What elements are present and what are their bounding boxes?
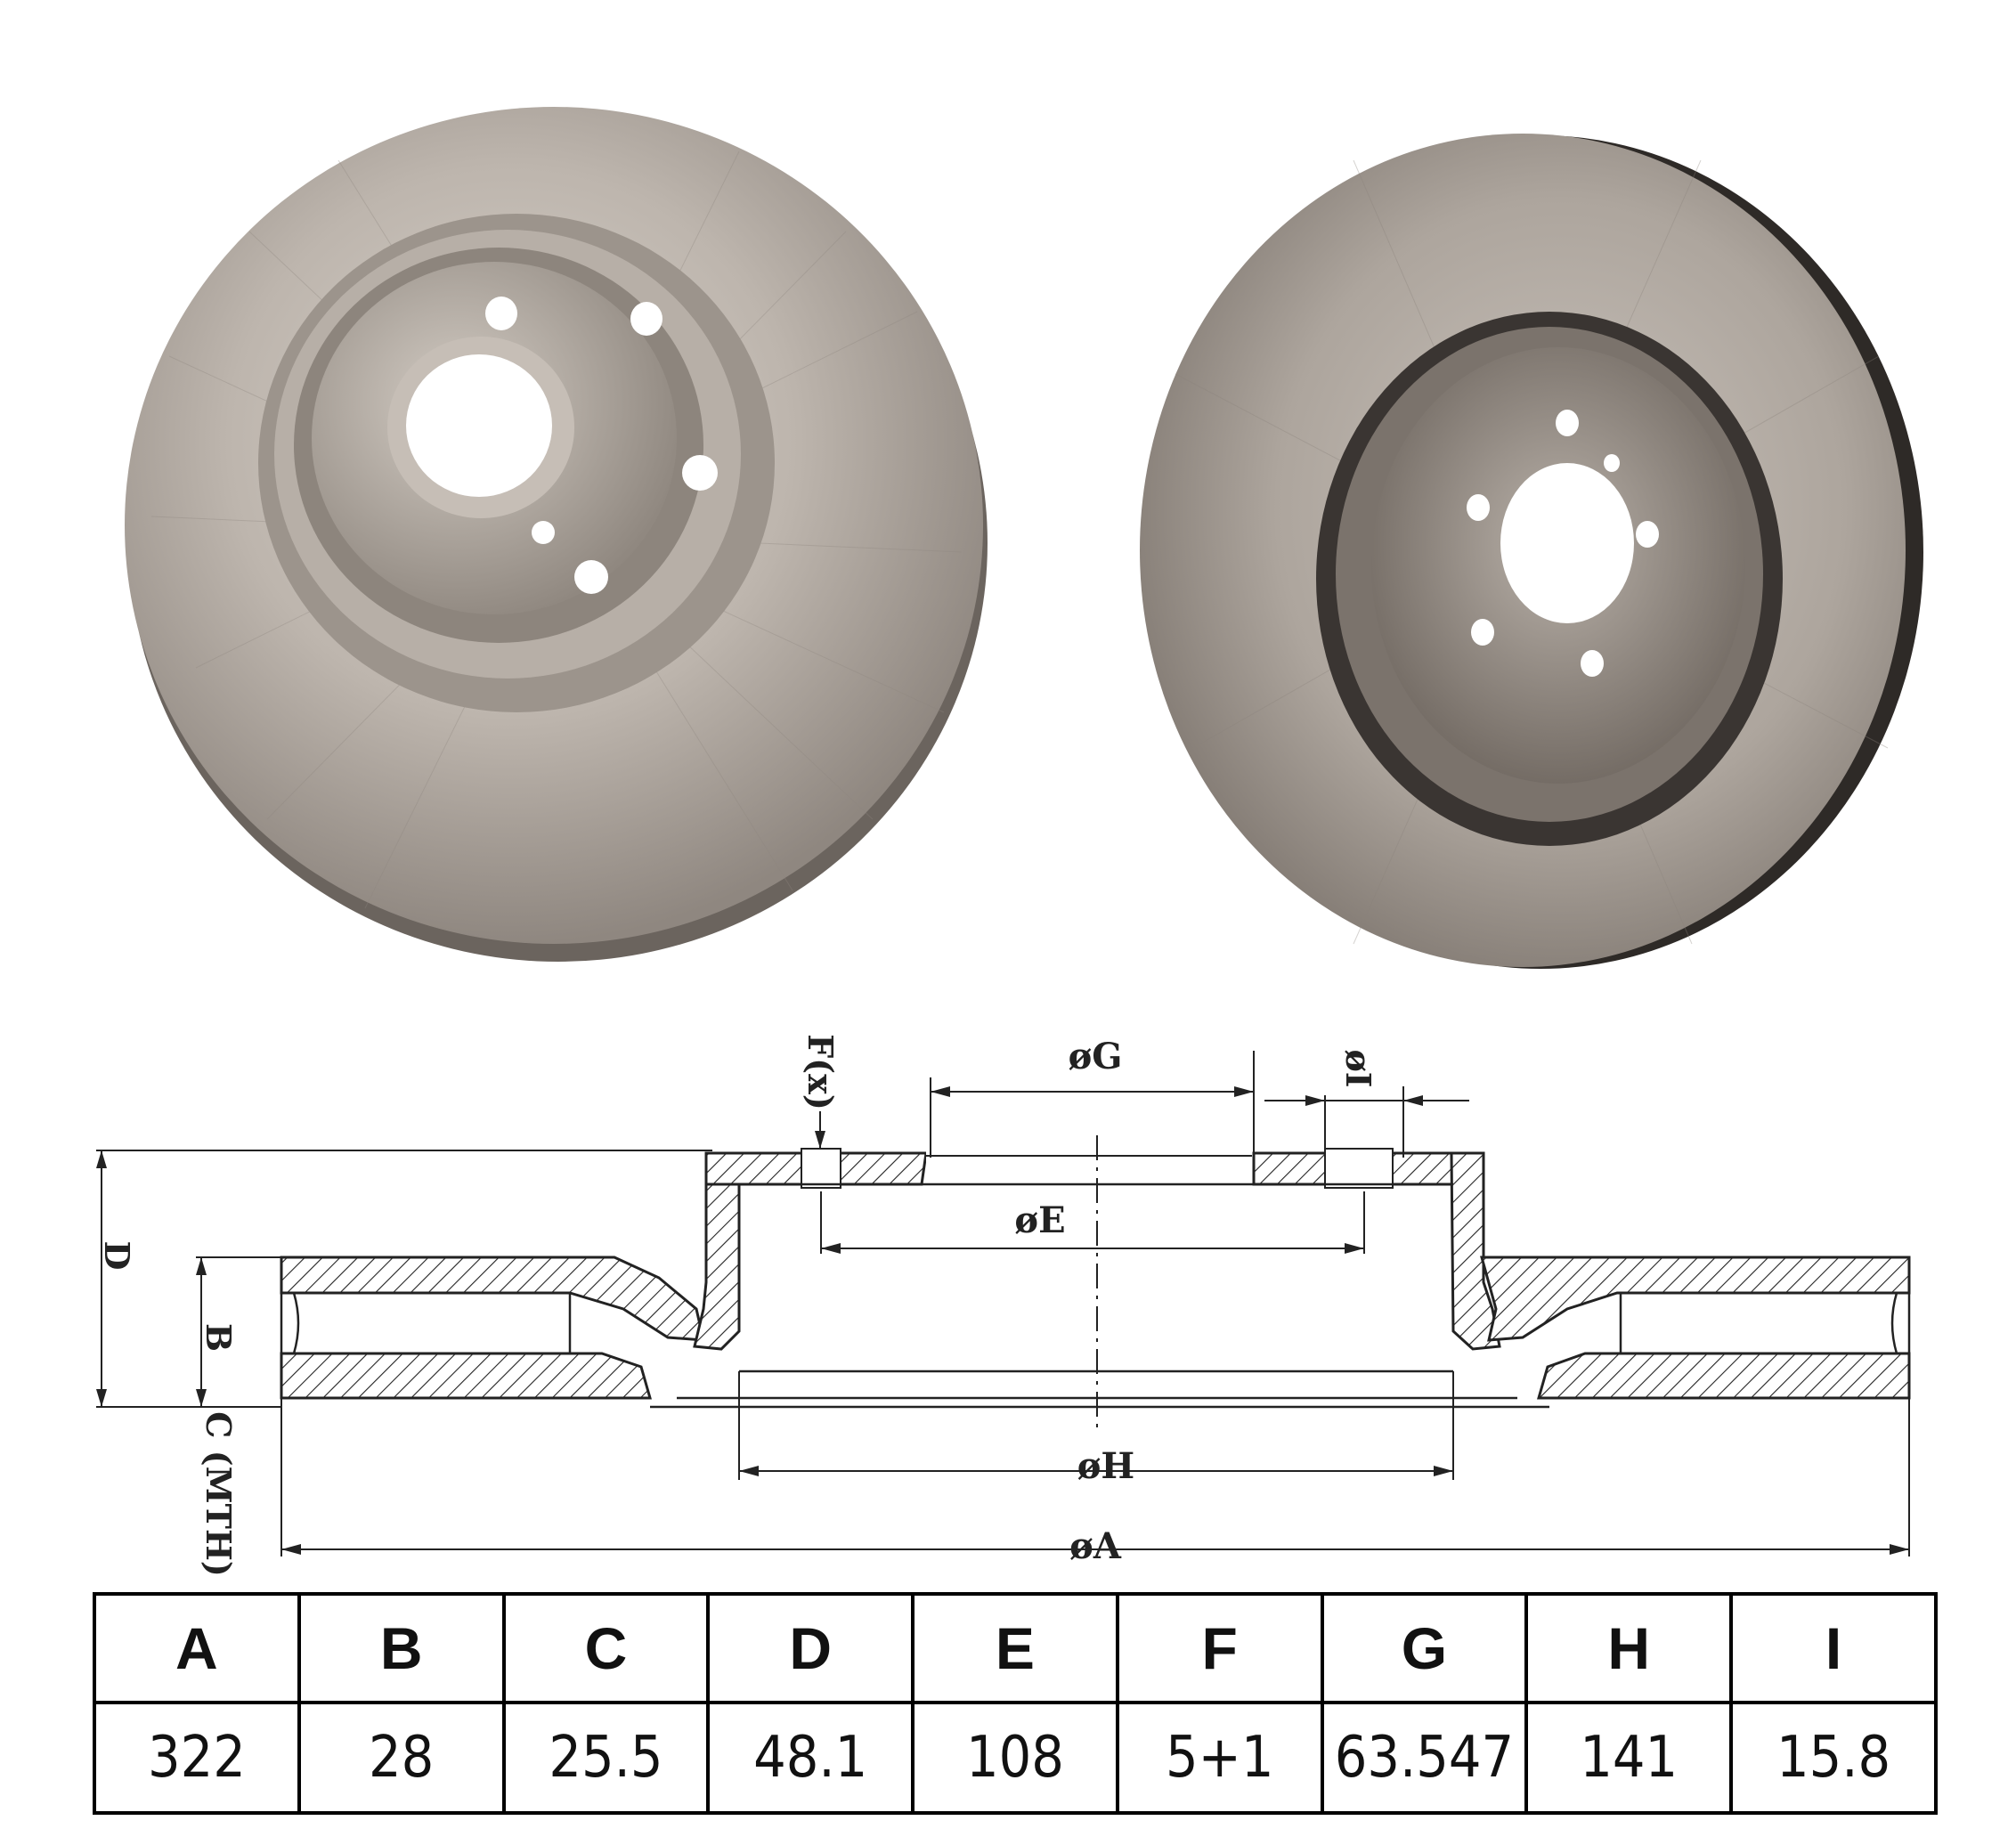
label-g: øG [1069,1036,1123,1077]
header-f: F [1115,1592,1324,1704]
label-d: D [97,1241,137,1271]
brake-disc-photo-rear [1140,134,1923,969]
header-c: C [501,1592,711,1704]
cross-section-drawing: øG øE øH øA øI F(x) D B C (MTH) [96,1034,1911,1577]
label-a: øA [1069,1525,1122,1567]
header-e: E [911,1592,1119,1704]
header-b: B [297,1592,506,1704]
spec-table: A B C D E F G H I 322 28 25.5 48.1 108 5… [93,1592,1938,1815]
value-e: 108 [911,1701,1119,1815]
value-d: 48.1 [706,1701,915,1815]
header-i: I [1729,1592,1938,1704]
disc-section [280,1151,1911,1400]
label-f: F(x) [801,1034,841,1110]
brake-disc-photo-front [125,107,988,962]
value-h: 141 [1524,1701,1734,1815]
label-b: B [199,1323,239,1352]
header-g: G [1320,1592,1529,1704]
spec-table-header-row: A B C D E F G H I [93,1592,1938,1704]
value-f: 5+1 [1115,1701,1324,1815]
label-h: øH [1077,1445,1134,1487]
value-g: 63.547 [1320,1701,1529,1815]
header-a: A [93,1592,301,1704]
label-c-mth: C (MTH) [199,1411,239,1577]
value-c: 25.5 [501,1701,711,1815]
value-b: 28 [297,1701,506,1815]
spec-table-value-row: 322 28 25.5 48.1 108 5+1 63.547 141 15.8 [93,1701,1938,1815]
header-d: D [706,1592,915,1704]
header-h: H [1524,1592,1734,1704]
label-e: øE [1014,1199,1065,1241]
value-i: 15.8 [1729,1701,1938,1815]
label-i: øI [1338,1049,1378,1087]
value-a: 322 [93,1701,301,1815]
